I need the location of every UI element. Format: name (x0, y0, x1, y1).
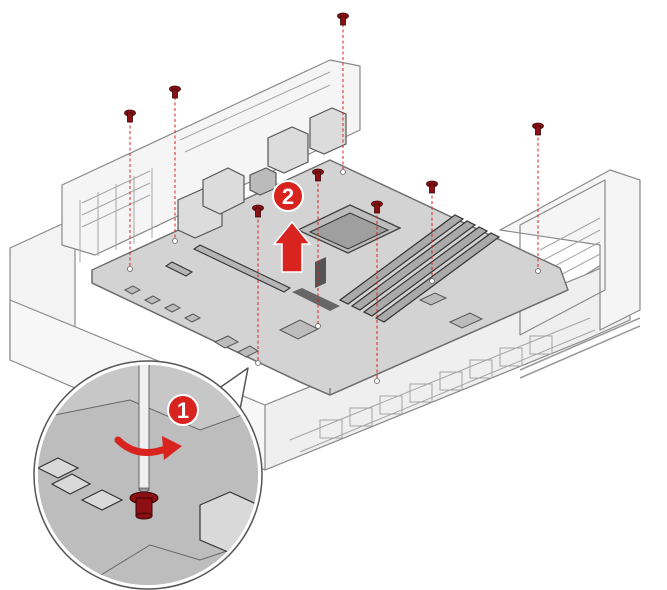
screw-icon (169, 85, 181, 99)
screw-icon (124, 109, 136, 123)
step-1-badge: 1 (167, 394, 199, 426)
step-1-label: 1 (177, 398, 189, 423)
rotate-arrow-icon (114, 436, 182, 460)
screw-icon (426, 180, 438, 194)
cpu-socket (292, 204, 402, 311)
screw-icon (312, 168, 324, 182)
screwdriver-icon (138, 365, 150, 497)
screw-icon (371, 200, 383, 214)
screw-icon (337, 12, 349, 26)
screw-icon (532, 122, 544, 136)
rear-io-ports (177, 107, 347, 239)
screw-holes (127, 169, 541, 384)
step-2-badge: 2 (272, 180, 304, 212)
zoom-callout: 1 (33, 360, 263, 590)
chassis-details (79, 71, 641, 453)
screws (124, 12, 544, 218)
lift-arrow-icon (272, 220, 312, 273)
board-components (123, 285, 484, 358)
pcie-slots (164, 244, 292, 293)
memory-slots (338, 214, 501, 323)
screw-icon (252, 204, 264, 218)
step-2-label: 2 (282, 184, 294, 209)
screw-guides (129, 24, 539, 380)
screw-icon (129, 491, 159, 520)
